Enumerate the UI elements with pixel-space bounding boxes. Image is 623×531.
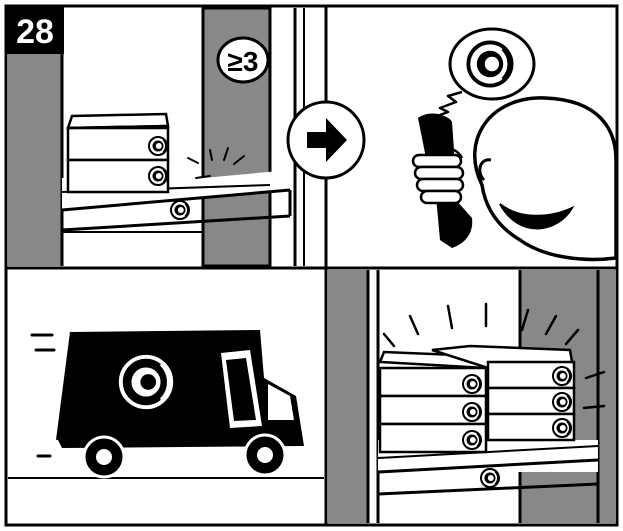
delivery-truck-icon xyxy=(58,330,304,477)
speed-lines xyxy=(32,335,54,456)
speech-bubble xyxy=(450,29,534,99)
arrow-right-icon xyxy=(288,102,364,178)
min-quantity-label: ≥3 xyxy=(228,46,259,77)
step-number: 28 xyxy=(16,13,54,51)
min-quantity-badge: ≥3 xyxy=(218,38,268,82)
panel-phone-order xyxy=(413,29,616,259)
panel-full-stock xyxy=(328,270,616,523)
panel-delivery xyxy=(8,330,324,478)
smiling-head xyxy=(475,98,616,259)
step-badge: 28 xyxy=(6,6,64,54)
phone-handset-icon xyxy=(413,114,472,249)
